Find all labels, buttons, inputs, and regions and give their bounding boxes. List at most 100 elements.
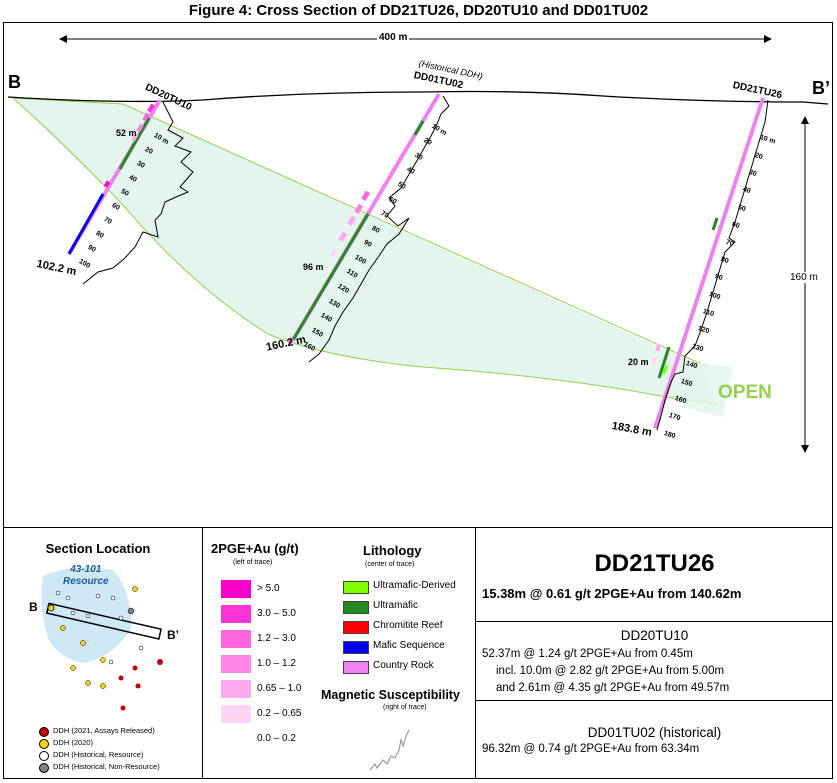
drillhole-marker bbox=[65, 595, 71, 601]
drillhole-marker bbox=[100, 683, 106, 689]
drillhole-marker bbox=[100, 657, 106, 663]
drillhole-marker bbox=[70, 665, 76, 671]
mineralized-zone bbox=[13, 98, 718, 407]
lithology-label: Country Rock bbox=[373, 660, 434, 671]
drillhole-marker bbox=[95, 593, 101, 599]
hole2-result-1: 52.37m @ 1.24 g/t 2PGE+Au from 0.45m bbox=[482, 648, 693, 660]
grade-legend-item: > 5.0 bbox=[221, 580, 331, 598]
lithology-label: Ultramafic bbox=[373, 600, 419, 611]
main-hole-result: 15.38m @ 0.61 g/t 2PGE+Au from 140.62m bbox=[482, 586, 742, 601]
grade-bar bbox=[103, 180, 111, 188]
main-hole-name: DD21TU26 bbox=[594, 550, 715, 577]
drillhole-marker bbox=[110, 595, 116, 601]
grade-bar bbox=[147, 103, 155, 113]
results-divider bbox=[476, 700, 833, 701]
drillhole-legend-item: DDH (Historical, Non-Resource) bbox=[39, 762, 199, 773]
drillhole-marker bbox=[120, 705, 126, 711]
grade-swatch bbox=[221, 605, 251, 623]
grade-bar bbox=[131, 132, 139, 142]
grade-legend-item: 3.0 – 5.0 bbox=[221, 605, 331, 623]
grade-bar bbox=[651, 356, 658, 365]
location-start-label: B bbox=[29, 600, 38, 614]
results-divider bbox=[476, 621, 833, 622]
grade-swatch bbox=[221, 630, 251, 648]
lithology-legend-item: Country Rock bbox=[343, 660, 473, 674]
drillhole-marker bbox=[118, 615, 124, 621]
lithology-legend-note: (center of trace) bbox=[365, 561, 415, 568]
drillhole-marker bbox=[157, 659, 163, 665]
grade-bar bbox=[361, 190, 371, 201]
drillhole-marker bbox=[118, 675, 124, 681]
grade-label: 0.0 – 0.2 bbox=[257, 733, 296, 744]
grade-legend-note: (left of trace) bbox=[233, 559, 273, 566]
drillhole-marker bbox=[127, 607, 135, 615]
lithology-legend-item: Chromitite Reef bbox=[343, 620, 473, 634]
hole3-result: 96.32m @ 0.74 g/t 2PGE+Au from 63.34m bbox=[482, 743, 700, 755]
lithology-legend-title: Lithology bbox=[363, 543, 422, 558]
drillhole-marker bbox=[138, 645, 144, 651]
mag-susceptibility-trace bbox=[82, 101, 194, 285]
drillhole-marker bbox=[135, 683, 141, 689]
zone-open-fade bbox=[683, 362, 733, 417]
drillhole-legend-label: DDH (Historical, Resource) bbox=[53, 750, 144, 759]
figure-title: Figure 4: Cross Section of DD21TU26, DD2… bbox=[188, 2, 649, 19]
zone-lower-boundary bbox=[12, 97, 719, 405]
drillhole-marker bbox=[85, 613, 91, 619]
resource-label-line2: Resource bbox=[63, 576, 109, 587]
interval-label-dd21tu26: 20 m bbox=[628, 357, 649, 367]
lithology-swatch bbox=[343, 581, 369, 594]
drillhole-legend-label: DDH (Historical, Non-Resource) bbox=[53, 762, 160, 771]
location-title: Section Location bbox=[45, 541, 151, 556]
grade-legend-item: 0.0 – 0.2 bbox=[221, 730, 331, 748]
hole-trace bbox=[653, 97, 765, 429]
drillhole-marker bbox=[85, 680, 91, 686]
drillhole-marker bbox=[47, 604, 55, 612]
interval-label-dd20tu10: 52 m bbox=[116, 128, 137, 138]
resource-label-line1: 43-101 bbox=[70, 564, 102, 575]
drillhole-symbol-icon bbox=[39, 739, 49, 749]
grade-swatch bbox=[221, 730, 251, 748]
drillhole-marker bbox=[132, 586, 138, 592]
figure-frame bbox=[3, 22, 833, 779]
grade-bar bbox=[354, 203, 364, 214]
grade-legend-item: 0.65 – 1.0 bbox=[221, 680, 331, 698]
lithology-swatch bbox=[343, 601, 369, 614]
grade-label: 1.2 – 3.0 bbox=[257, 633, 296, 644]
lithology-legend-item: Ultramafic-Derived bbox=[343, 580, 473, 594]
mag-susceptibility-trace bbox=[656, 99, 769, 431]
drillhole-symbol-icon bbox=[39, 727, 49, 737]
grade-label: 0.65 – 1.0 bbox=[257, 683, 302, 694]
hole-dd01tu02 bbox=[287, 92, 450, 363]
lithology-swatch bbox=[343, 661, 369, 674]
location-end-label: B’ bbox=[167, 628, 179, 642]
mag-legend-title: Magnetic Susceptibility bbox=[321, 688, 460, 702]
drillhole-marker bbox=[80, 640, 86, 646]
hole-lithology-ultramafic bbox=[413, 120, 425, 136]
hole-lithology-mafic bbox=[67, 193, 105, 255]
grade-bar bbox=[329, 248, 337, 258]
hole-lithology-ultramafic bbox=[118, 117, 151, 170]
drillhole-legend-item: DDH (2021, Assays Released) bbox=[39, 726, 199, 737]
grade-bar bbox=[136, 123, 144, 133]
resource-label: 43-101 Resource bbox=[63, 564, 109, 588]
open-label: OPEN bbox=[718, 382, 772, 403]
hole3-name: DD01TU02 (historical) bbox=[587, 725, 722, 740]
hole-lithology-ultramafic bbox=[291, 213, 370, 341]
section-start-label: B bbox=[8, 72, 21, 92]
lithology-legend-item: Ultramafic bbox=[343, 600, 473, 614]
drillhole-legend-item: DDH (Historical, Resource) bbox=[39, 750, 199, 761]
hole2-result-2: incl. 10.0m @ 2.82 g/t 2PGE+Au from 5.00… bbox=[496, 665, 725, 677]
grade-label: 0.2 – 0.65 bbox=[257, 708, 302, 719]
grade-label: 1.0 – 1.2 bbox=[257, 658, 296, 669]
mag-legend-note: (right of trace) bbox=[383, 704, 427, 711]
lithology-label: Chromitite Reef bbox=[373, 620, 443, 631]
lithology-legend-item: Mafic Sequence bbox=[343, 640, 473, 654]
drillhole-legend-item: DDH (2020) bbox=[39, 738, 199, 749]
drillhole-symbol-icon bbox=[39, 751, 49, 761]
mag-susceptibility-trace bbox=[308, 95, 450, 363]
grade-bar bbox=[287, 337, 295, 345]
grade-legend-item: 1.2 – 3.0 bbox=[221, 630, 331, 648]
grade-legend-item: 1.0 – 1.2 bbox=[221, 655, 331, 673]
lithology-label: Ultramafic-Derived bbox=[373, 580, 456, 591]
hole-lithology-ultramafic bbox=[711, 217, 719, 231]
